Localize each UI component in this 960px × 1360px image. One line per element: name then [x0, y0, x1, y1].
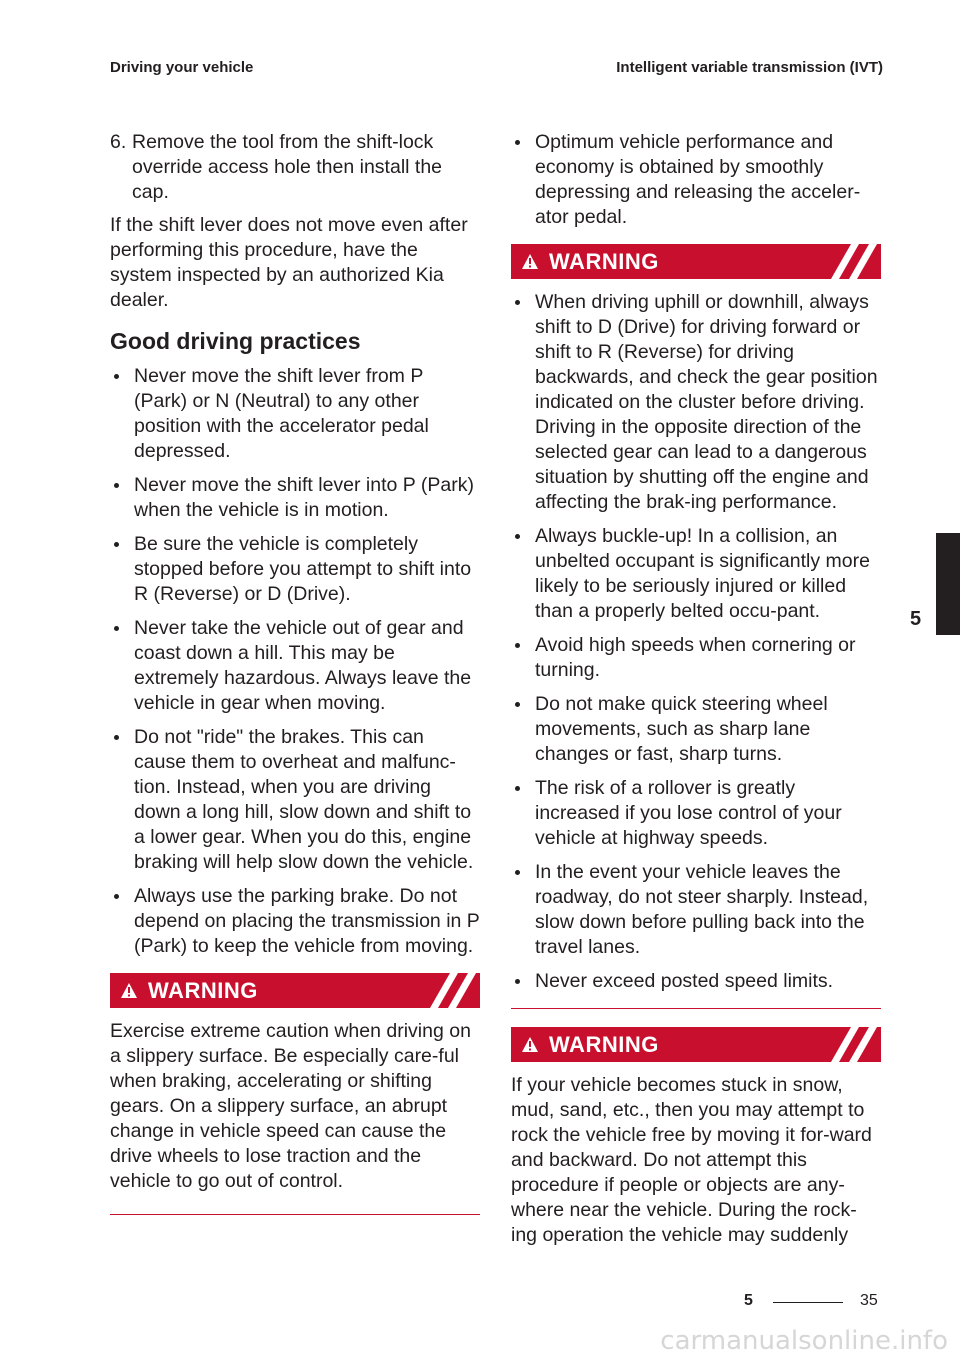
list-item: Avoid high speeds when cornering or turn…: [511, 633, 881, 683]
warning-label: WARNING: [549, 249, 659, 274]
list-item: Always use the parking brake. Do not dep…: [110, 884, 480, 959]
list-item: Do not make quick steering wheel movemen…: [511, 692, 881, 767]
right-column: Optimum vehicle performance and economy …: [511, 130, 881, 1256]
warning-icon: [522, 1037, 538, 1052]
list-item: Never exceed posted speed limits.: [511, 969, 881, 994]
list-item: Optimum vehicle performance and economy …: [511, 130, 881, 230]
list-item: Never move the shift lever into P (Park)…: [110, 473, 480, 523]
stripes-decoration: [430, 973, 476, 1008]
warning-banner: WARNING: [110, 973, 480, 1008]
list-item: The risk of a rollover is greatly increa…: [511, 776, 881, 851]
stripes-decoration: [831, 244, 877, 279]
warning-end-rule: [110, 1214, 480, 1215]
list-item: Never take the vehicle out of gear and c…: [110, 616, 480, 716]
chapter-tab-number: 5: [910, 608, 922, 630]
left-column: 6. Remove the tool from the shift-lock o…: [110, 130, 480, 1215]
warning-icon: [522, 254, 538, 269]
list-item: In the event your vehicle leaves the roa…: [511, 860, 881, 960]
section-heading: Good driving practices: [110, 328, 361, 354]
running-header-left: Driving your vehicle: [110, 59, 254, 76]
stripes-decoration: [831, 1027, 877, 1062]
running-header-right: Intelligent variable transmission (IVT): [616, 59, 883, 76]
warning-list: When driving uphill or downhill, always …: [511, 290, 881, 994]
list-item: Always buckle-up! In a collision, an unb…: [511, 524, 881, 624]
warning-banner: WARNING: [511, 244, 881, 279]
warning-text: If your vehicle becomes stuck in snow, m…: [511, 1074, 872, 1246]
list-item: Do not "ride" the brakes. This can cause…: [110, 725, 480, 875]
warning-end-rule: [511, 1008, 881, 1009]
intro-paragraph: If the shift lever does not move even af…: [110, 214, 468, 311]
warning-label: WARNING: [549, 1032, 659, 1057]
watermark: carmanualsonline.info: [660, 1326, 948, 1356]
warning-text: Exercise extreme caution when driving on…: [110, 1020, 471, 1192]
warning-label: WARNING: [148, 978, 258, 1003]
step-number: 6.: [110, 131, 127, 153]
list-item: Be sure the vehicle is completely stoppe…: [110, 532, 480, 607]
list-item: Never move the shift lever from P (Park)…: [110, 364, 480, 464]
step-text: Remove the tool from the shift-lock over…: [132, 131, 443, 203]
numbered-step: 6. Remove the tool from the shift-lock o…: [110, 130, 480, 205]
warning-icon: [121, 983, 137, 998]
list-item: When driving uphill or downhill, always …: [511, 290, 881, 515]
chapter-tab: [936, 533, 960, 635]
practices-list: Never move the shift lever from P (Park)…: [110, 364, 480, 959]
performance-list: Optimum vehicle performance and economy …: [511, 130, 881, 230]
page-number: 35: [860, 1292, 878, 1309]
warning-banner: WARNING: [511, 1027, 881, 1062]
footer-chapter: 5: [744, 1292, 753, 1309]
footer-rule: [773, 1302, 843, 1303]
